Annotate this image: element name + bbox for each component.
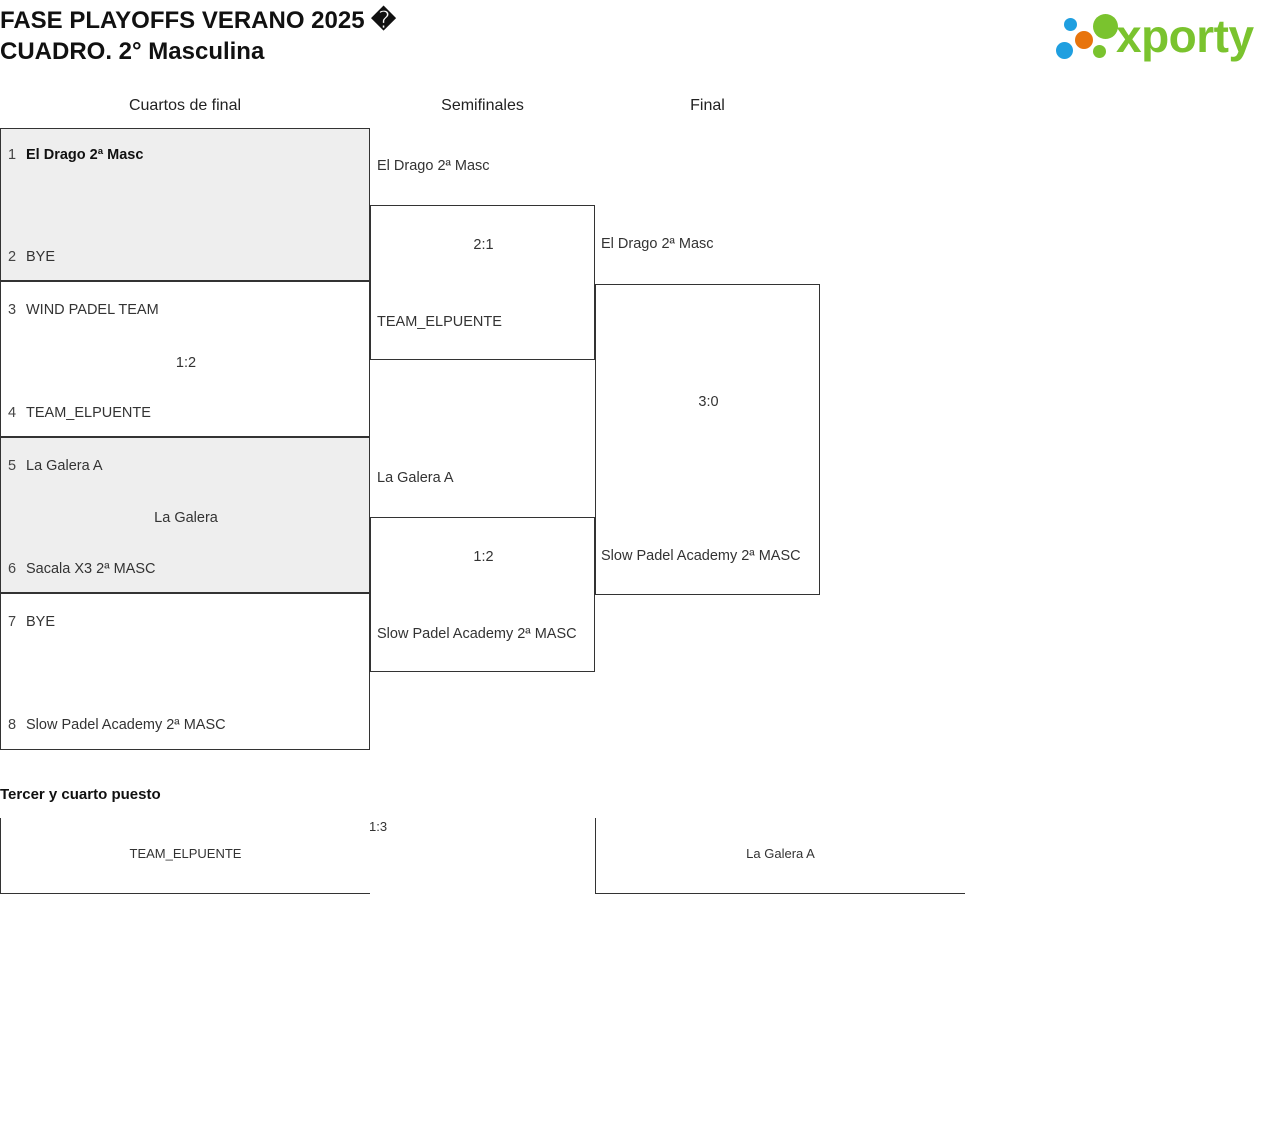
seed-number: 2 — [8, 249, 17, 265]
logo-dot-blue-small — [1064, 18, 1077, 31]
logo-dot-blue-large — [1056, 42, 1073, 59]
final-top-team: El Drago 2ª Masc — [601, 236, 714, 252]
semifinal-2-top-team: La Galera A — [377, 470, 454, 486]
seed-number: 5 — [8, 458, 17, 474]
semifinal-match-2[interactable]: 1:2 — [370, 517, 595, 672]
team-name: BYE — [26, 249, 56, 265]
round-header-quarterfinals: Cuartos de final — [128, 97, 242, 114]
quarterfinal-player-3[interactable]: 3 WIND PADEL TEAM — [8, 302, 159, 318]
semifinal-match-1[interactable]: 2:1 — [370, 205, 595, 360]
quarterfinal-player-2[interactable]: 2 BYE — [8, 249, 55, 265]
third-place-title: Tercer y cuarto puesto — [0, 786, 161, 803]
quarterfinal-match-1[interactable]: 1 El Drago 2ª Masc 2 BYE — [0, 128, 370, 281]
round-header-semifinals: Semifinales — [441, 97, 524, 114]
seed-number: 1 — [8, 147, 17, 163]
quarterfinal-match-4[interactable]: 7 BYE 8 Slow Padel Academy 2ª MASC — [0, 593, 370, 750]
quarterfinal-player-1[interactable]: 1 El Drago 2ª Masc — [8, 147, 143, 163]
semifinal-score-2: 1:2 — [473, 549, 494, 565]
seed-number: 3 — [8, 302, 17, 318]
logo-wordmark: xporty — [1116, 10, 1254, 62]
logo-dot-green-small — [1093, 45, 1106, 58]
team-name: El Drago 2ª Masc — [26, 147, 144, 163]
semifinal-2-bottom-team: Slow Padel Academy 2ª MASC — [377, 626, 577, 642]
xporty-logo: xporty — [1042, 8, 1272, 66]
quarterfinal-player-7[interactable]: 7 BYE — [8, 614, 55, 630]
logo-dot-orange — [1075, 31, 1093, 49]
team-name: Sacala X3 2ª MASC — [26, 561, 156, 577]
quarterfinal-match-2[interactable]: 3 WIND PADEL TEAM 1:2 4 TEAM_ELPUENTE — [0, 281, 370, 437]
team-name: WIND PADEL TEAM — [26, 302, 159, 318]
team-name: BYE — [26, 614, 56, 630]
quarterfinal-player-8[interactable]: 8 Slow Padel Academy 2ª MASC — [8, 717, 226, 733]
team-name: La Galera A — [26, 458, 103, 474]
quarterfinal-player-5[interactable]: 5 La Galera A — [8, 458, 103, 474]
third-place-right-box[interactable]: La Galera A — [595, 818, 965, 894]
seed-number: 7 — [8, 614, 17, 630]
team-name: TEAM_ELPUENTE — [26, 405, 151, 421]
semifinal-1-bottom-team: TEAM_ELPUENTE — [377, 314, 502, 330]
quarterfinal-player-4[interactable]: 4 TEAM_ELPUENTE — [8, 405, 151, 421]
seed-number: 6 — [8, 561, 17, 577]
round-header-final: Final — [690, 97, 725, 114]
semifinal-1-top-team: El Drago 2ª Masc — [377, 158, 490, 174]
seed-number: 8 — [8, 717, 17, 733]
quarterfinal-score-3: La Galera — [154, 510, 218, 526]
seed-number: 4 — [8, 405, 17, 421]
logo-dots-icon — [1054, 12, 1124, 64]
logo-dot-green-large — [1093, 14, 1118, 39]
third-place-score: 1:3 — [369, 819, 388, 834]
quarterfinal-score-2: 1:2 — [175, 355, 197, 371]
final-score: 3:0 — [698, 394, 719, 410]
final-match[interactable]: 3:0 — [595, 284, 820, 595]
semifinal-score-1: 2:1 — [473, 237, 494, 253]
team-name: Slow Padel Academy 2ª MASC — [26, 717, 226, 733]
quarterfinal-match-3[interactable]: 5 La Galera A La Galera 6 Sacala X3 2ª MAS… — [0, 437, 370, 593]
quarterfinal-player-6[interactable]: 6 Sacala X3 2ª MASC — [8, 561, 155, 577]
third-place-left-box[interactable]: TEAM_ELPUENTE — [0, 818, 370, 894]
page-title: FASE PLAYOFFS VERANO 2025 � CUADRO. 2° M… — [0, 7, 396, 66]
third-place-right-team: La Galera A — [746, 846, 815, 861]
final-bottom-team: Slow Padel Academy 2ª MASC — [601, 548, 801, 564]
third-place-left-team: TEAM_ELPUENTE — [129, 846, 242, 861]
